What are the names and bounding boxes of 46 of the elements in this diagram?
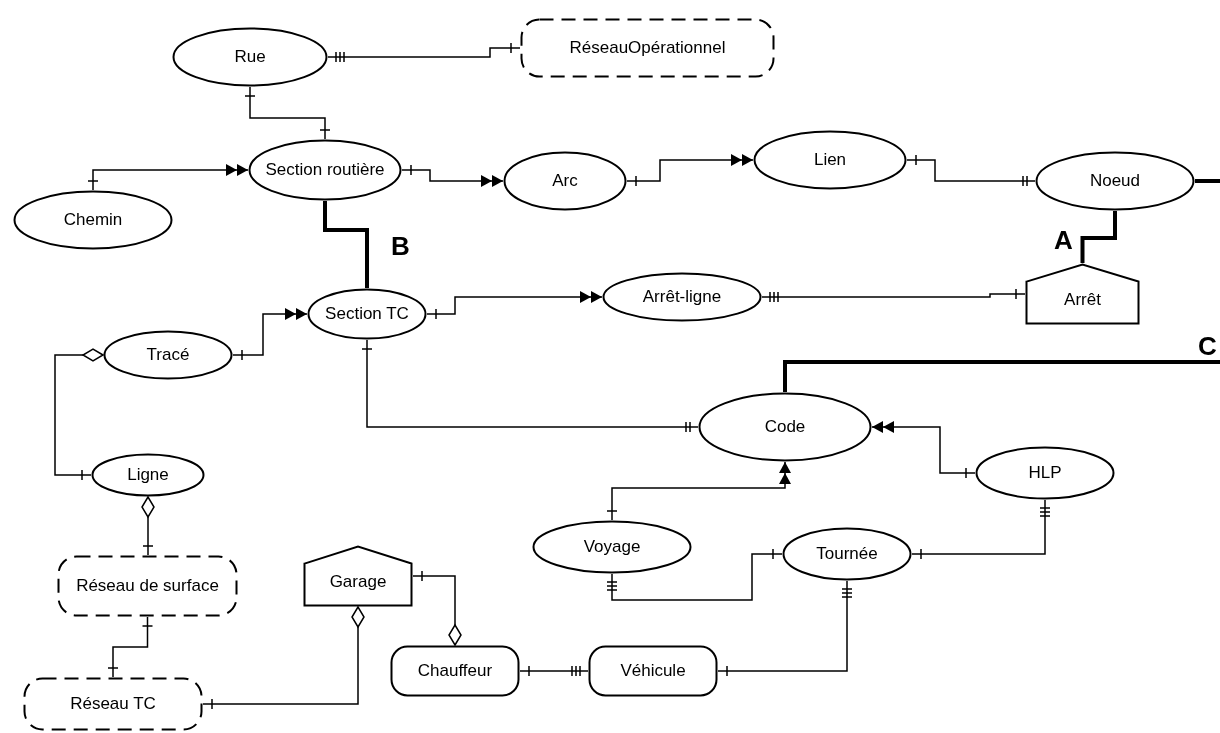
connector [87, 164, 249, 191]
connector [202, 606, 365, 710]
connector [717, 580, 853, 677]
entity-label: Section TC [325, 304, 409, 324]
entity-label: Code [764, 417, 806, 437]
connector [426, 291, 603, 320]
entity-label: Tournée [816, 544, 878, 564]
connector [519, 665, 589, 677]
entity-label: Lien [813, 150, 847, 170]
entity-label: Garage [329, 572, 387, 592]
thick-connector [1080, 211, 1117, 263]
entity-label: Section routière [265, 160, 385, 180]
entity-label: Véhicule [620, 661, 686, 681]
entity-label: Voyage [583, 537, 641, 557]
connector [141, 496, 155, 556]
connector [401, 164, 504, 187]
entity-label: Réseau de surface [76, 576, 219, 596]
connector [626, 154, 754, 187]
entity-label: Rue [234, 47, 266, 67]
connector [244, 86, 331, 140]
connector [361, 339, 699, 433]
entity-label: RéseauOpérationnel [569, 38, 726, 58]
connector [606, 461, 791, 521]
connector [606, 548, 783, 601]
connector [327, 42, 521, 63]
connector [107, 616, 154, 678]
connector [54, 348, 104, 481]
entity-label: Arrêt-ligne [642, 287, 722, 307]
connector [906, 154, 1036, 187]
connector [412, 570, 462, 646]
entity-label: Chemin [63, 210, 123, 230]
connector [761, 288, 1026, 303]
entity-label: HLP [1028, 463, 1062, 483]
entity-label: Arc [552, 171, 578, 191]
entity-label: Réseau TC [70, 694, 156, 714]
entity-label: Arrêt [1064, 290, 1101, 310]
entity-label: Tracé [146, 345, 190, 365]
entity-label: Chauffeur [417, 661, 493, 681]
thick-connector [783, 360, 1220, 392]
entity-label: Noeud [1089, 171, 1141, 191]
thick-connector [1195, 179, 1220, 183]
connector [871, 421, 976, 479]
thick-connector [323, 201, 369, 288]
connector [911, 499, 1051, 560]
connector [232, 308, 308, 361]
entity-label: Ligne [127, 465, 169, 485]
